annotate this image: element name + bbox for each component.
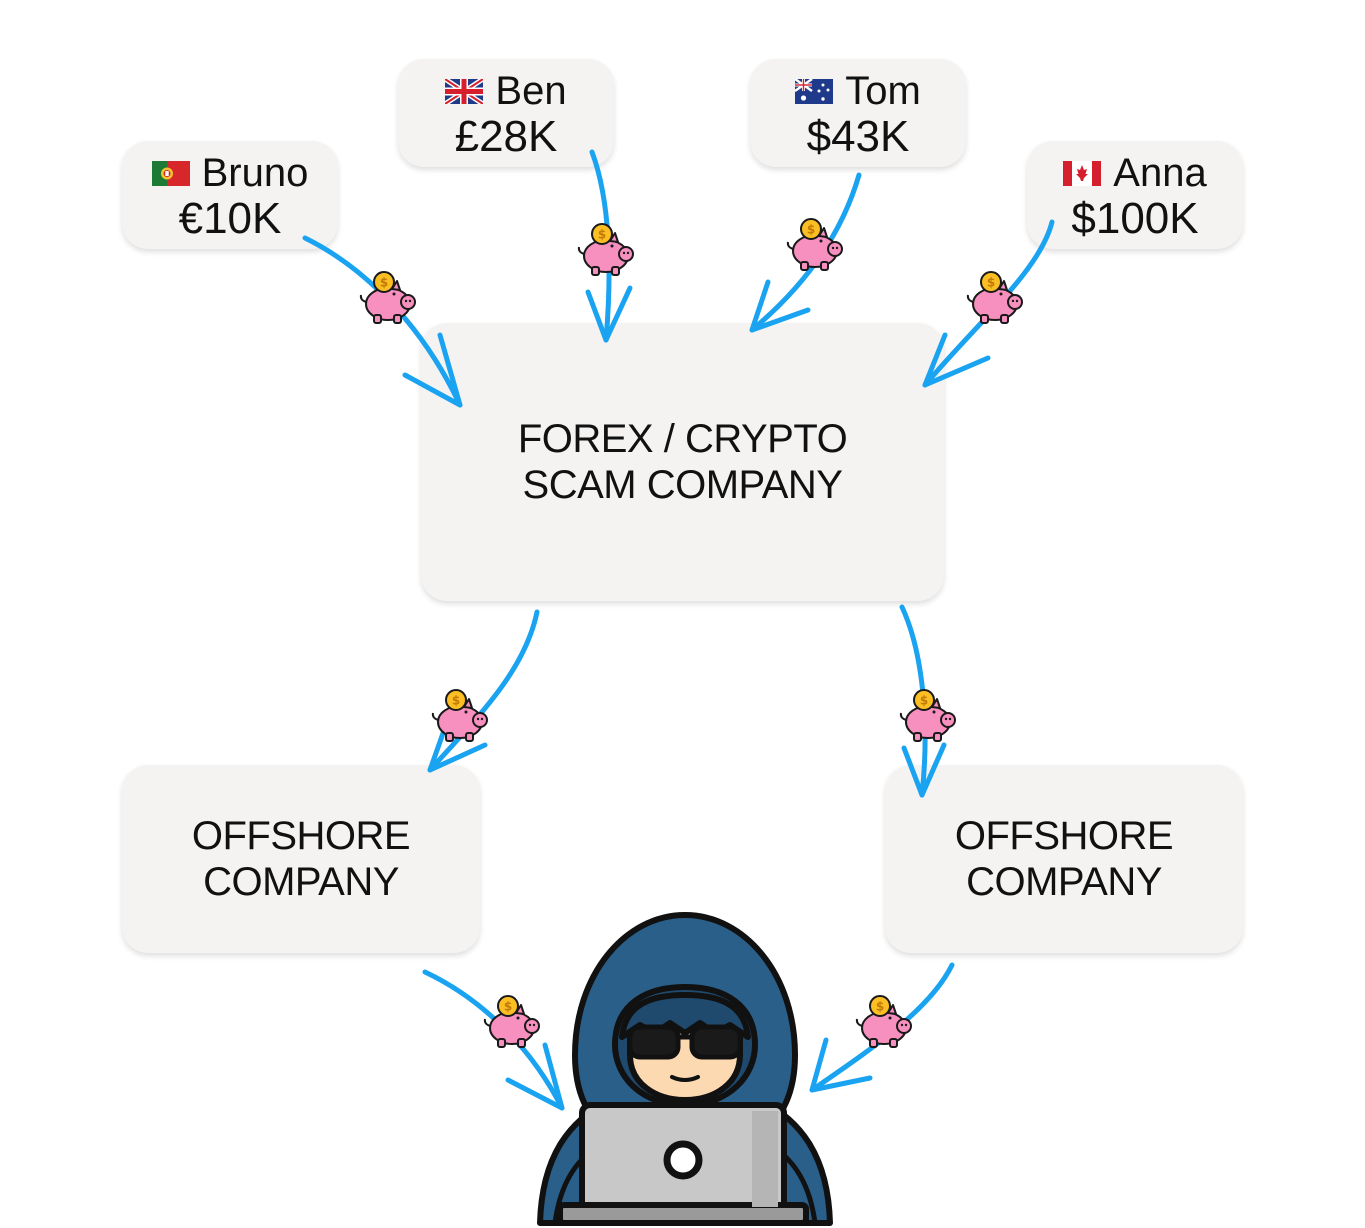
victim-card-anna: Anna $100K: [1027, 141, 1243, 249]
piggy-bank-coin-icon: [899, 689, 956, 742]
arrow-to-offshore-left: [427, 609, 540, 773]
canada-flag-icon: [1063, 160, 1102, 186]
offshore-left-line1: OFFSHORE: [191, 814, 411, 858]
scam-company-box: FOREX / CRYPTO SCAM COMPANY: [421, 323, 944, 601]
victim-amount: £28K: [454, 112, 558, 161]
victim-card-bruno: Bruno €10K: [122, 141, 338, 249]
victim-card-tom: Tom $43K: [750, 59, 966, 167]
victim-amount: $43K: [806, 112, 910, 161]
victim-name: Tom: [845, 69, 921, 113]
arrow-bruno: [302, 235, 463, 408]
victim-amount: €10K: [178, 194, 282, 243]
victim-card-ben: Ben £28K: [398, 59, 614, 167]
hooded-hacker-laptop-icon: [537, 912, 833, 1226]
victim-name: Bruno: [201, 151, 309, 195]
australia-flag-icon: [795, 78, 834, 104]
offshore-right-line1: OFFSHORE: [954, 814, 1174, 858]
offshore-company-left: OFFSHORE COMPANY: [122, 765, 480, 953]
offshore-left-line2: COMPANY: [203, 860, 399, 904]
piggy-bank-coin-icon: [966, 271, 1023, 324]
victim-name: Ben: [495, 69, 567, 113]
victim-name: Anna: [1113, 151, 1207, 195]
piggy-bank-coin-icon: [577, 223, 634, 276]
scam-company-line2: SCAM COMPANY: [522, 463, 843, 507]
piggy-bank-coin-icon: [855, 995, 912, 1048]
uk-flag-icon: [445, 78, 484, 104]
victim-amount: $100K: [1071, 194, 1199, 243]
scam-company-line1: FOREX / CRYPTO: [517, 417, 848, 461]
offshore-company-right: OFFSHORE COMPANY: [885, 765, 1243, 953]
portugal-flag-icon: [151, 160, 190, 186]
piggy-bank-coin-icon: [786, 218, 843, 271]
offshore-right-line2: COMPANY: [966, 860, 1162, 904]
arrow-to-offshore-right: [899, 604, 928, 798]
